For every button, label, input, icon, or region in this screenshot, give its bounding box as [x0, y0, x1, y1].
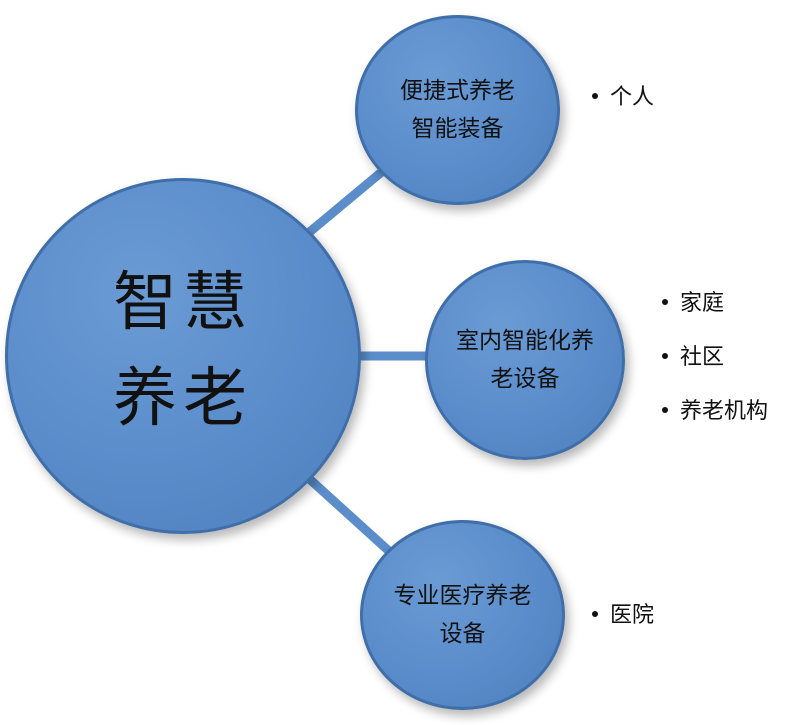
bullet-item: 家庭: [662, 292, 768, 316]
bullet-dot-icon: [662, 407, 668, 413]
bullet-item: 医院: [592, 604, 654, 628]
bullet-list-indoor: 家庭 社区 养老机构: [662, 292, 768, 454]
bullet-item-label: 家庭: [680, 291, 725, 316]
branch-node-label: 室内智能化养老设备: [456, 328, 594, 392]
connector-top: [295, 160, 395, 245]
bullet-list-medical: 医院: [592, 604, 654, 628]
bullet-item: 养老机构: [662, 400, 768, 424]
branch-node-medical-equipment: 专业医疗养老设备: [360, 520, 565, 710]
center-node: 智慧养老: [5, 178, 361, 534]
branch-node-label: 便捷式养老智能装备: [400, 78, 515, 142]
bullet-dot-icon: [592, 93, 598, 99]
bullet-item: 个人: [592, 86, 654, 110]
bullet-dot-icon: [662, 299, 668, 305]
bullet-list-portable: 个人: [592, 86, 654, 110]
bullet-item-label: 医院: [610, 603, 655, 628]
bullet-item: 社区: [662, 346, 768, 370]
bullet-item-label: 养老机构: [680, 399, 769, 424]
bullet-item-label: 个人: [610, 85, 655, 110]
branch-node-indoor-equipment: 室内智能化养老设备: [425, 260, 625, 460]
connector-bottom: [300, 470, 395, 557]
bullet-item-label: 社区: [680, 345, 725, 370]
center-node-label: 智慧养老: [113, 266, 253, 436]
branch-node-portable-equipment: 便捷式养老智能装备: [355, 15, 560, 205]
branch-node-label: 专业医疗养老设备: [393, 583, 532, 647]
bullet-dot-icon: [662, 353, 668, 359]
bullet-dot-icon: [592, 611, 598, 617]
